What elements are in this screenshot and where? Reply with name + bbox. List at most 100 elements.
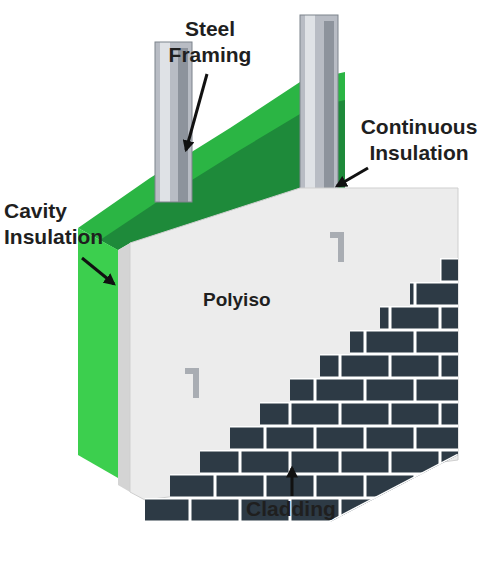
mortar-joint: [139, 354, 142, 378]
mortar-joint: [139, 258, 142, 282]
mortar-joint: [339, 498, 342, 522]
mortar-joint: [264, 378, 267, 402]
mortar-joint: [339, 306, 342, 330]
mortar-joint: [364, 378, 367, 402]
mortar-joint: [239, 450, 242, 474]
leader-arrow: [186, 74, 207, 150]
mortar-joint: [364, 330, 367, 354]
callout-label: Continuous Insulation: [343, 114, 495, 166]
mortar-joint: [289, 306, 292, 330]
mortar-joint: [164, 282, 167, 306]
mortar-joint: [130, 401, 470, 404]
mortar-joint: [189, 498, 192, 522]
brick-tie: [185, 368, 199, 398]
mortar-joint: [239, 402, 242, 426]
mortar-joint: [214, 330, 217, 354]
mortar-joint: [189, 354, 192, 378]
leader-arrow: [291, 468, 294, 496]
mortar-joint: [314, 282, 317, 306]
mortar-joint: [389, 450, 392, 474]
mortar-joint: [439, 450, 442, 474]
callout-label: Steel Framing: [158, 16, 262, 68]
mortar-joint: [214, 426, 217, 450]
brick-cladding: [130, 255, 470, 546]
mortar-joint: [414, 282, 417, 306]
mortar-joint: [314, 378, 317, 402]
mortar-joint: [414, 378, 417, 402]
mortar-joint: [439, 498, 442, 522]
mortar-joint: [414, 330, 417, 354]
mortar-joint: [139, 498, 142, 522]
mortar-joint: [130, 353, 470, 356]
mortar-joint: [164, 426, 167, 450]
mortar-joint: [439, 354, 442, 378]
mortar-joint: [264, 330, 267, 354]
mortar-joint: [164, 474, 167, 498]
callout-label: Polyiso: [203, 287, 293, 313]
mortar-joint: [464, 474, 467, 498]
mortar-joint: [214, 378, 217, 402]
mortar-joint: [164, 522, 167, 546]
mortar-joint: [389, 354, 392, 378]
mortar-joint: [130, 449, 470, 452]
cavity-insulation-side: [78, 228, 118, 478]
leader-arrow: [82, 258, 114, 284]
mortar-joint: [314, 426, 317, 450]
polyiso-side: [118, 243, 130, 492]
mortar-joint: [189, 450, 192, 474]
mortar-joint: [139, 402, 142, 426]
mortar-joint: [439, 306, 442, 330]
mortar-joint: [339, 402, 342, 426]
brick-tie: [330, 232, 344, 262]
mortar-joint: [389, 306, 392, 330]
mortar-joint: [464, 522, 467, 546]
callout-label: Cladding: [246, 496, 356, 522]
mortar-joint: [330, 455, 458, 522]
mortar-joint: [389, 258, 392, 282]
callout-label: Cavity Insulation: [4, 198, 129, 250]
mortar-joint: [130, 377, 470, 380]
mortar-joint: [264, 474, 267, 498]
leader-arrow: [337, 168, 368, 186]
mortar-joint: [464, 426, 467, 450]
mortar-joint: [239, 498, 242, 522]
mortar-joint: [439, 402, 442, 426]
mortar-joint: [364, 522, 367, 546]
mortar-joint: [364, 426, 367, 450]
mortar-joint: [130, 257, 470, 260]
mortar-joint: [214, 474, 217, 498]
mortar-joint: [464, 378, 467, 402]
mortar-joint: [364, 474, 367, 498]
mortar-joint: [439, 258, 442, 282]
mortar-joint: [339, 450, 342, 474]
mortar-joint: [264, 426, 267, 450]
mortar-joint: [464, 330, 467, 354]
mortar-joint: [339, 258, 342, 282]
mortar-joint: [289, 354, 292, 378]
mortar-joint: [289, 402, 292, 426]
mortar-joint: [214, 522, 217, 546]
mortar-joint: [289, 258, 292, 282]
mortar-joint: [139, 306, 142, 330]
mortar-joint: [130, 305, 470, 308]
mortar-joint: [164, 330, 167, 354]
mortar-joint: [164, 378, 167, 402]
mortar-joint: [389, 498, 392, 522]
mortar-joint: [239, 354, 242, 378]
mortar-joint: [464, 282, 467, 306]
mortar-joint: [314, 330, 317, 354]
mortar-joint: [189, 258, 192, 282]
mortar-joint: [189, 402, 192, 426]
mortar-joint: [189, 306, 192, 330]
mortar-joint: [130, 425, 470, 428]
mortar-joint: [414, 522, 417, 546]
mortar-joint: [314, 522, 317, 546]
mortar-joint: [339, 354, 342, 378]
mortar-joint: [139, 450, 142, 474]
mortar-joint: [364, 282, 367, 306]
mortar-joint: [239, 258, 242, 282]
mortar-joint: [130, 329, 470, 332]
mortar-joint: [264, 522, 267, 546]
